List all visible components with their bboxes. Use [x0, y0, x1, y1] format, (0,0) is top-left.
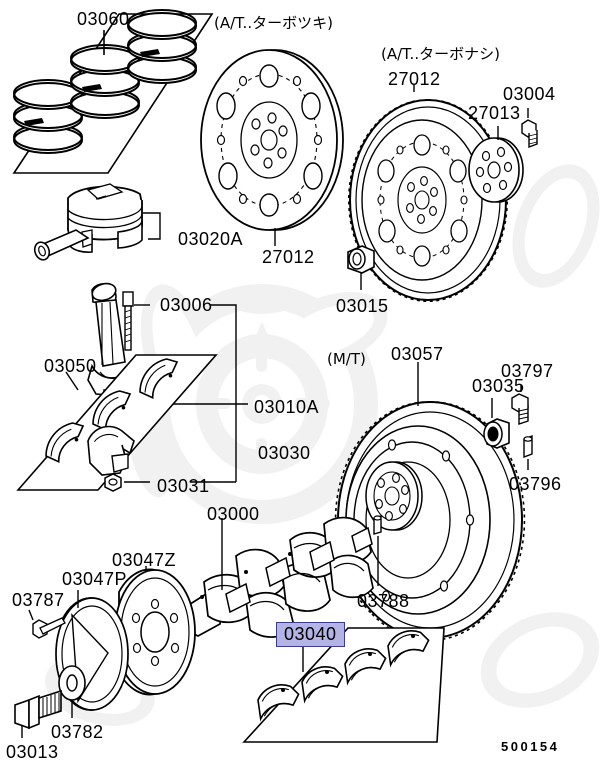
part-label-03035[interactable]: 03035 [472, 376, 525, 396]
group-label-at-turbo: (A/T..ターボツキ) [214, 14, 333, 32]
piston-assembly-drawing [33, 183, 161, 261]
part-label-27012-at-turbo[interactable]: 27012 [262, 247, 315, 267]
crankshaft-pulley-drawing [114, 566, 196, 696]
ring-gear-adapter-drawing [468, 126, 524, 203]
part-label-27012-at-nonturbo[interactable]: 27012 [388, 69, 441, 89]
part-label-03020A[interactable]: 03020A [178, 229, 244, 249]
part-label-03787[interactable]: 03787 [12, 590, 65, 610]
part-label-03030[interactable]: 03030 [258, 443, 311, 463]
main-bearing-upper-group [16, 354, 218, 491]
group-label-at-nonturbo: (A/T..ターボナシ) [381, 45, 500, 63]
bearing-cap-drawing [87, 425, 150, 492]
pulley-key-bolt-drawing [28, 609, 66, 639]
part-label-03797[interactable]: 03797 [501, 361, 554, 381]
piston-pin [33, 229, 90, 261]
part-label-03015[interactable]: 03015 [336, 296, 389, 316]
part-label-03004[interactable]: 03004 [503, 84, 556, 104]
rod-nut [104, 473, 122, 492]
flywheel-at-nonturbo-drawing [348, 85, 508, 302]
pulley-bolt-drawing [14, 689, 62, 738]
rod-bolt [122, 291, 134, 351]
pilot-bearing-drawing [483, 398, 510, 449]
part-label-03057[interactable]: 03057 [391, 344, 444, 364]
part-label-03782[interactable]: 03782 [51, 722, 104, 742]
part-label-27013[interactable]: 27013 [468, 103, 521, 123]
part-label-03010A[interactable]: 03010A [254, 397, 320, 417]
part-label-03788[interactable]: 03788 [357, 591, 410, 611]
flywheel-bolt-mt-drawing [511, 385, 529, 425]
drawing-number: 500154 [501, 739, 560, 754]
pilot-bushing-drawing [347, 245, 375, 290]
part-label-03000[interactable]: 03000 [207, 504, 260, 524]
flywheel-mt-drawing [334, 362, 526, 642]
part-label-03040-highlighted[interactable]: 03040 [276, 622, 345, 647]
part-label-03060[interactable]: 03060 [77, 9, 130, 29]
dowel-pin-mt-drawing [523, 434, 533, 470]
part-label-03031[interactable]: 03031 [157, 476, 210, 496]
part-label-03013[interactable]: 03013 [6, 742, 59, 762]
main-bearing-lower-group [242, 627, 445, 743]
piston-ring-group [12, 9, 214, 174]
part-label-03006[interactable]: 03006 [160, 295, 213, 315]
part-label-03050[interactable]: 03050 [44, 356, 97, 376]
part-label-03047P[interactable]: 03047P [62, 569, 128, 589]
part-label-03047Z[interactable]: 03047Z [112, 550, 177, 570]
dowel-pin-crank-drawing [373, 515, 382, 586]
group-label-mt: (M/T) [327, 350, 366, 368]
flywheel-bolt-at-drawing [521, 108, 538, 149]
pulley-plate-drawing [55, 590, 129, 718]
drive-plate-at-turbo-drawing [200, 49, 344, 246]
flywheel-mt-hub [365, 461, 423, 531]
part-label-03796[interactable]: 03796 [509, 474, 562, 494]
pulley-washer-drawing [58, 665, 86, 701]
